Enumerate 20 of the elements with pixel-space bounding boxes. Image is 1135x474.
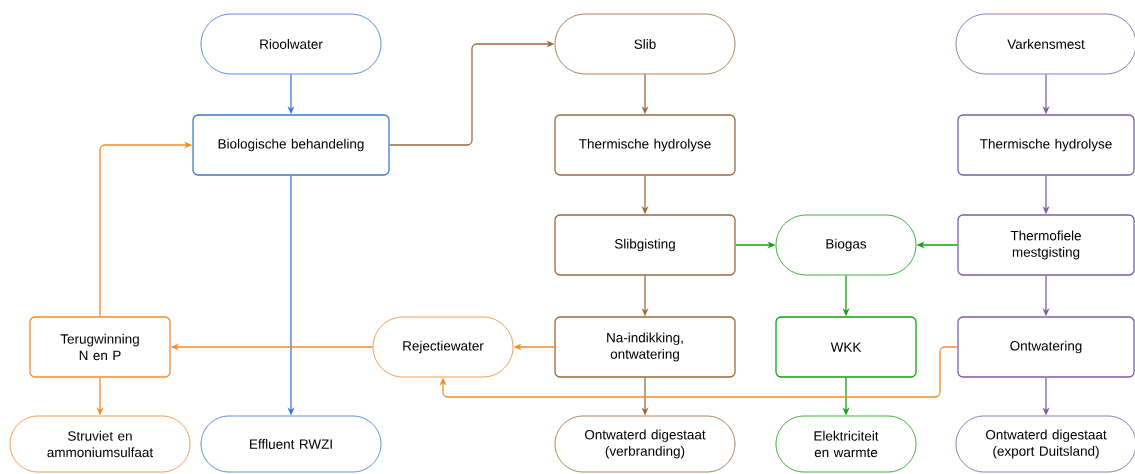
terminal-pill: Rioolwater: [200, 13, 382, 75]
terminal-pill: Struviet en ammoniumsulfaat: [9, 415, 191, 473]
process-box: Thermische hydrolyse: [554, 114, 736, 176]
terminal-pill: Elektriciteit en warmte: [775, 415, 917, 473]
arrow: [439, 346, 958, 398]
process-box: Biologische behandeling: [192, 114, 390, 176]
process-box: Terugwinning N en P: [29, 316, 171, 378]
terminal-pill: Effluent RWZI: [200, 415, 382, 473]
terminal-pill: Ontwaterd digestaat (verbranding): [554, 415, 736, 473]
process-box: Na-indikking, ontwatering: [554, 316, 736, 378]
process-box: Slibgisting: [554, 214, 736, 276]
terminal-pill: Biogas: [775, 214, 917, 276]
process-box: Ontwatering: [957, 316, 1135, 378]
process-box: Thermofiele mestgisting: [957, 214, 1135, 276]
process-box: WKK: [775, 316, 917, 378]
terminal-pill: Varkensmest: [955, 13, 1135, 75]
terminal-pill: Slib: [554, 13, 736, 75]
terminal-pill: Ontwaterd digestaat (export Duitsland): [955, 415, 1135, 473]
terminal-pill: Rejectiewater: [372, 316, 514, 378]
process-box: Thermische hydrolyse: [957, 114, 1135, 176]
